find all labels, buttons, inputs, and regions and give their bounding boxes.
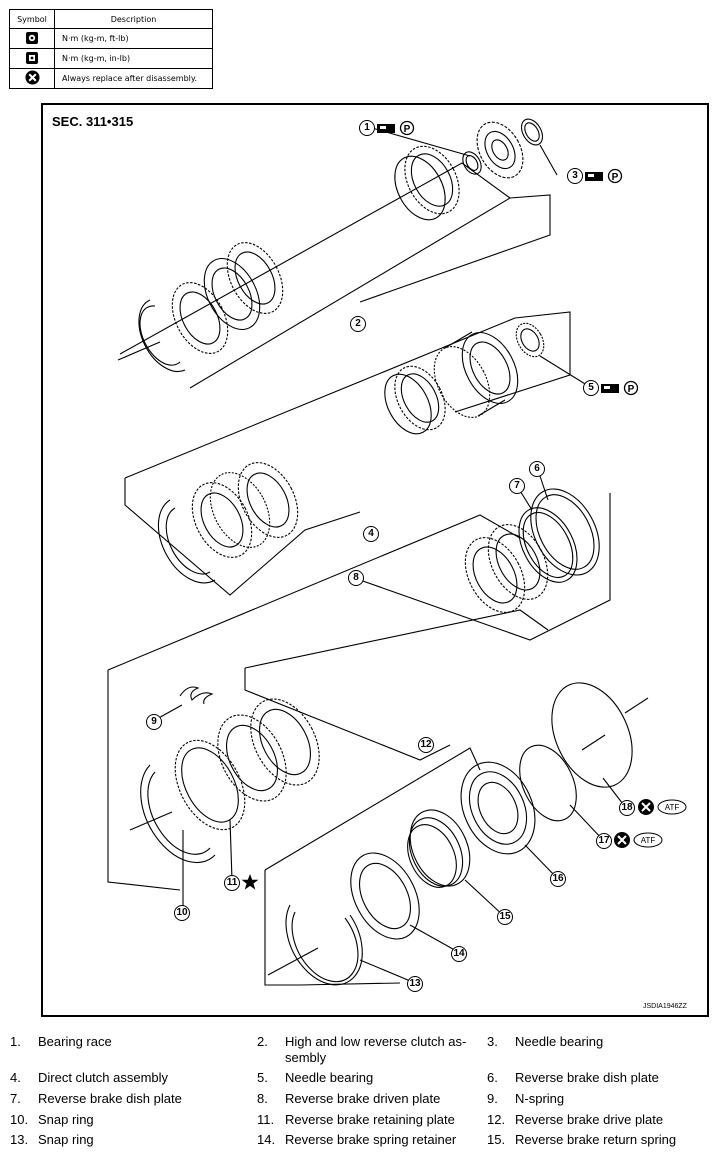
- snap-ring-13: [285, 904, 363, 986]
- petroleum-jelly-label-3: P: [612, 172, 619, 183]
- bracket-bottom: [264, 747, 481, 871]
- replace-atf-symbols-18: ATF: [638, 799, 687, 815]
- star-icon: [241, 874, 259, 890]
- bracket-4: [124, 311, 571, 479]
- atf-label-18: ATF: [665, 803, 680, 812]
- callout-6: 6: [529, 461, 545, 477]
- hub: [476, 121, 524, 179]
- callout-14: 14: [451, 946, 467, 962]
- needle-bearing-5: [515, 322, 545, 358]
- callout-15: 15: [497, 909, 513, 925]
- grease-symbols-3: P: [585, 168, 623, 184]
- callout-16: 16: [550, 871, 566, 887]
- dish-plate-7: [518, 507, 578, 583]
- callout-18: 18: [619, 800, 635, 816]
- torque-wrench-small-icon: [26, 51, 38, 64]
- replace-atf-symbols-17: ATF: [614, 832, 663, 848]
- diagram-code: JSDIA1946ZZ: [643, 1003, 687, 1010]
- clutch-plates-4: [157, 365, 446, 584]
- drive-plates-12: [217, 698, 320, 802]
- snap-ring-10: [140, 764, 216, 864]
- o-ring-18: [551, 682, 633, 788]
- exploded-diagram: [41, 103, 709, 1017]
- clutch-plates-2: [117, 145, 460, 373]
- petroleum-jelly-label-1: P: [404, 124, 411, 135]
- grease-symbols-1: P: [377, 120, 415, 136]
- bracket-2: [119, 162, 511, 389]
- diagram-frame: [41, 103, 709, 1017]
- callout-8: 8: [348, 570, 364, 586]
- grease-symbols-5: P: [601, 380, 639, 396]
- callout-1: 1: [359, 120, 375, 136]
- legend-row-text: Always replace after disassembly.: [54, 68, 213, 89]
- callout-4: 4: [363, 526, 379, 542]
- callout-7: 7: [509, 478, 525, 494]
- needle-bearing-3: [520, 118, 544, 146]
- callout-12: 12: [418, 737, 434, 753]
- callout-3: 3: [567, 168, 583, 184]
- bearing-race: [462, 151, 482, 175]
- driven-plates-8: [464, 524, 549, 613]
- torque-wrench-icon: [26, 31, 38, 44]
- piston-16: [460, 761, 536, 855]
- n-spring: [179, 686, 214, 705]
- bracket-8: [107, 514, 521, 671]
- return-spring-15: [407, 809, 471, 888]
- bracket-12: [244, 609, 549, 669]
- section-title: SEC. 311•315: [52, 114, 134, 129]
- callout-17: 17: [596, 833, 612, 849]
- always-replace-icon: [24, 70, 40, 85]
- callout-13: 13: [407, 976, 423, 992]
- spring-retainer: [350, 852, 420, 940]
- petroleum-jelly-label-5: P: [628, 384, 635, 395]
- callout-10: 10: [174, 905, 190, 921]
- callout-11: 11: [224, 875, 240, 891]
- o-ring-17: [519, 744, 577, 822]
- atf-label-17: ATF: [641, 836, 656, 845]
- callout-9: 9: [146, 714, 162, 730]
- callout-2: 2: [350, 316, 366, 332]
- callout-5: 5: [583, 380, 599, 396]
- drum: [433, 331, 519, 418]
- retaining-plate: [174, 739, 246, 831]
- legend-table: Symbol Description N·m (kg-m, ft-lb) N·m…: [9, 9, 213, 89]
